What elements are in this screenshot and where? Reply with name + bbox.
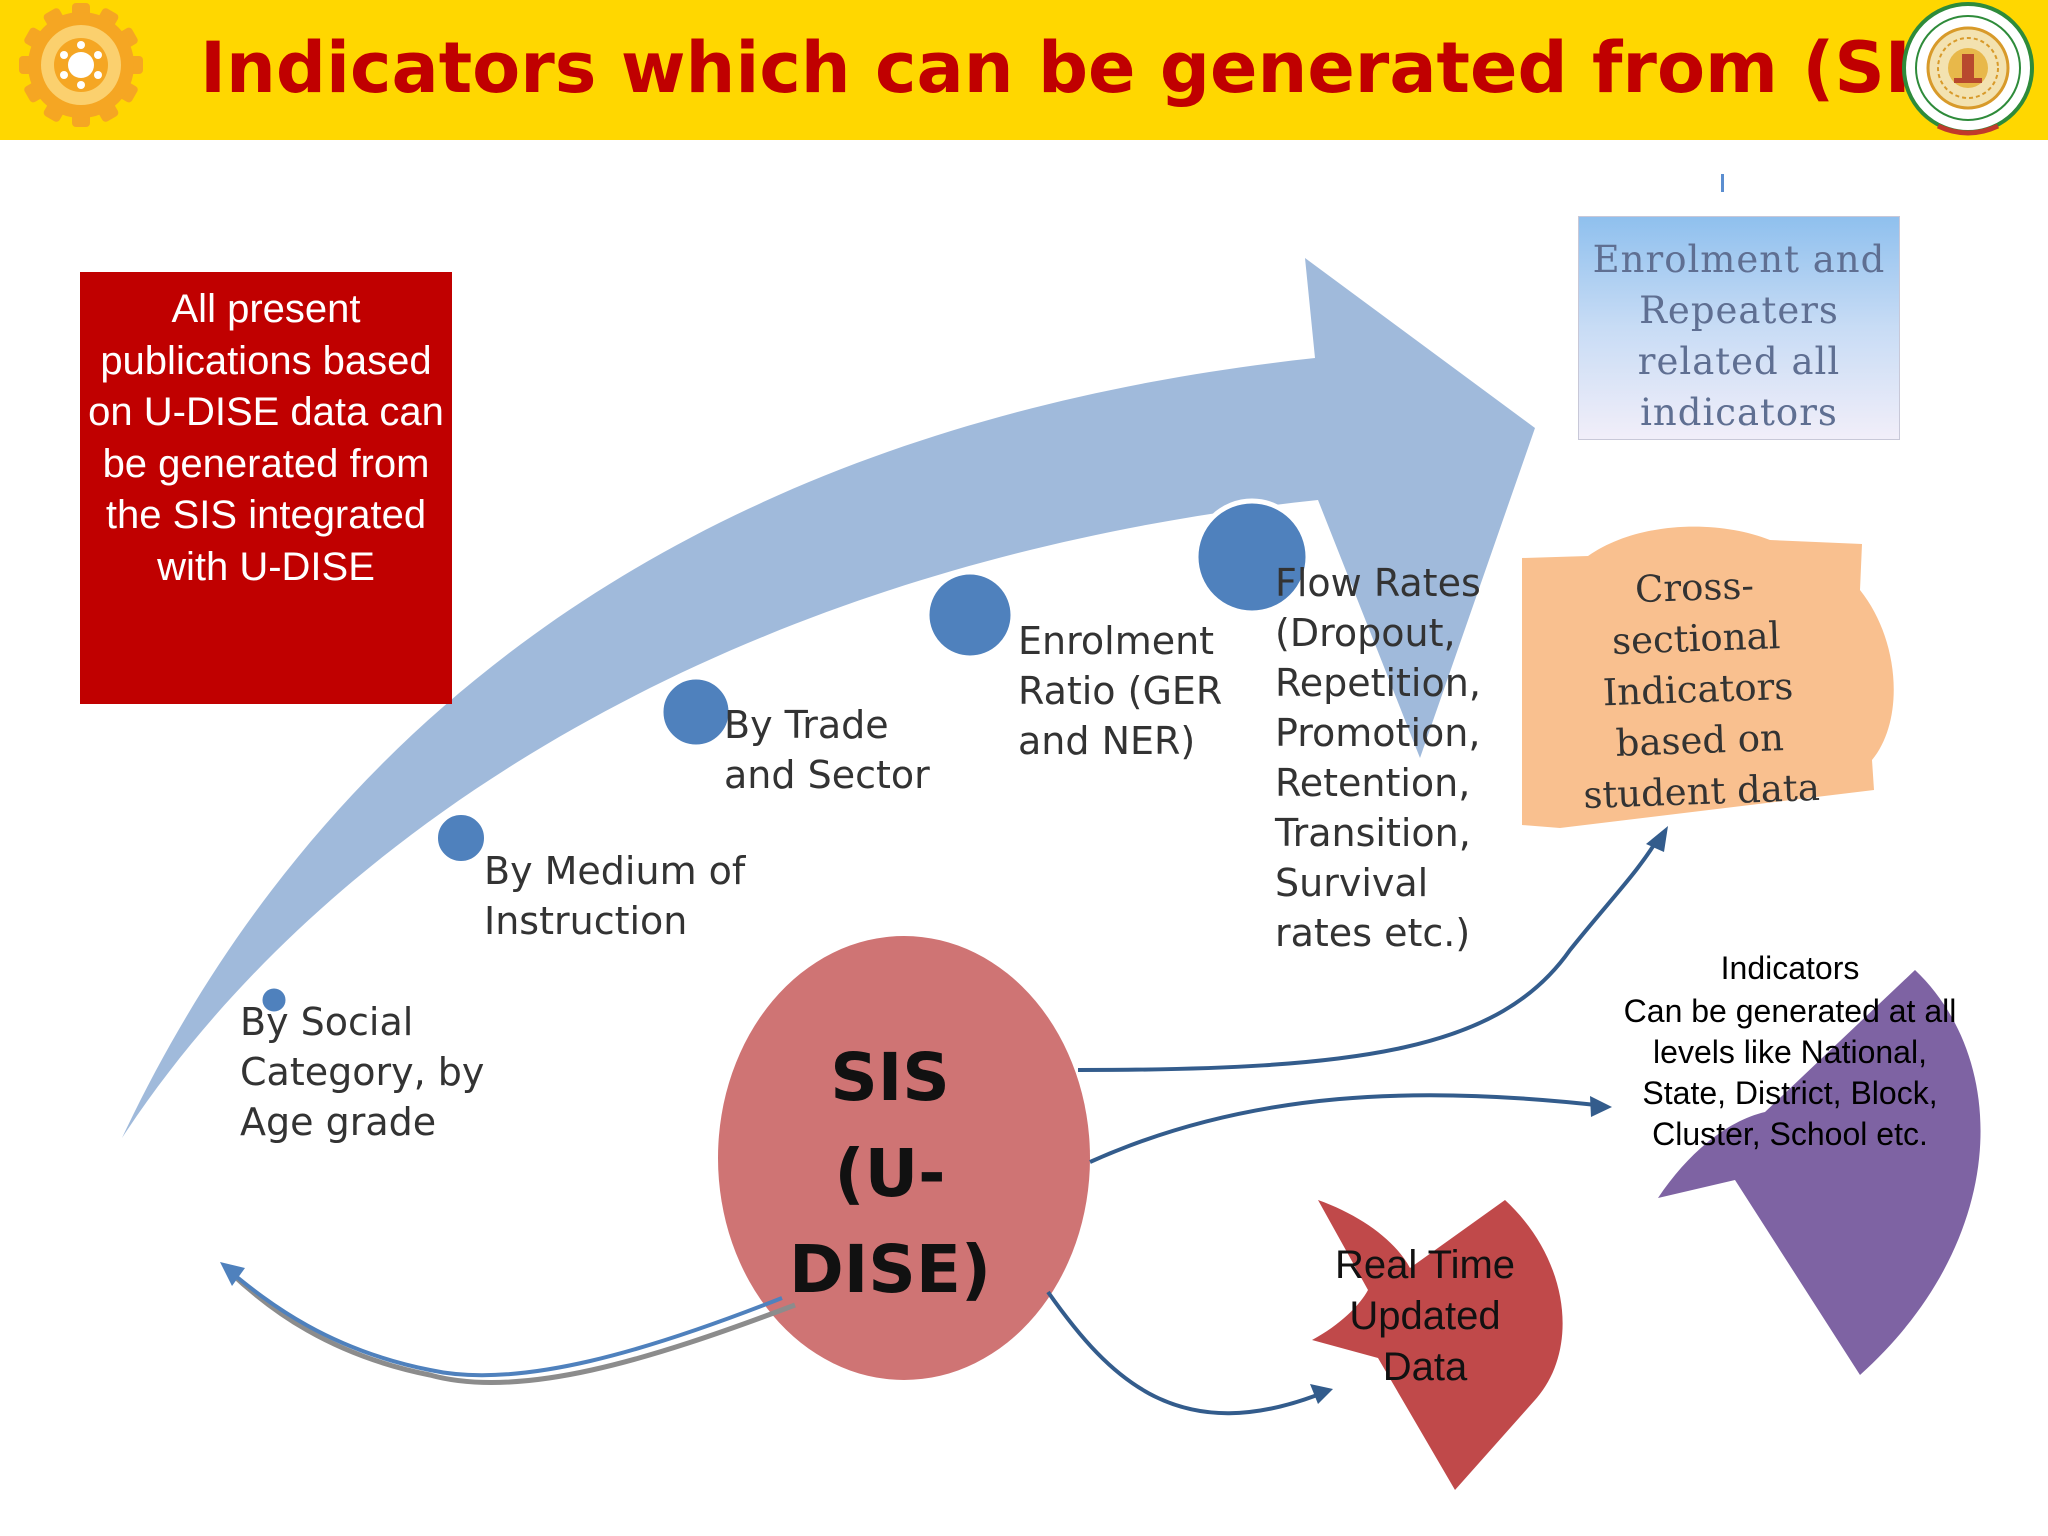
realtime-shape — [1312, 1200, 1563, 1490]
step-label-flow: Flow Rates (Dropout, Repetition, Promoti… — [1275, 561, 1481, 955]
arrowhead-levels — [1590, 1096, 1612, 1117]
big-curved-arrow — [122, 258, 1535, 1138]
step-dot-flow — [1193, 498, 1311, 616]
connector-to-levels — [1089, 1093, 1606, 1164]
step-dot-trade — [658, 674, 734, 750]
enrolment-indicators-box: Enrolment and Repeaters related all indi… — [1578, 216, 1900, 440]
government-seal-logo — [1902, 2, 2034, 136]
arrowhead-cross — [1646, 826, 1668, 852]
levels-body: Can be generated at all levels like Nati… — [1623, 993, 1957, 1152]
tick-mark — [1721, 174, 1724, 192]
levels-shape — [1658, 970, 1981, 1375]
realtime-label: Real Time Updated Data — [1334, 1243, 1516, 1389]
step-dot-medium — [434, 811, 488, 865]
step-label-trade: By Trade and Sector — [724, 703, 930, 797]
header-banner — [0, 0, 2048, 140]
gear-logo — [19, 3, 143, 127]
cross-sectional-label: Cross- sectional Indicators based on stu… — [1582, 564, 1821, 818]
arrowhead-realtime — [1310, 1384, 1333, 1404]
step-dot-social — [259, 985, 289, 1015]
sis-label: SIS (U- DISE) — [788, 1039, 992, 1308]
levels-heading: Indicators — [1720, 950, 1860, 986]
connector-back-grey — [228, 1270, 796, 1386]
step-label-medium: By Medium of Instruction — [484, 849, 746, 943]
sis-ellipse — [718, 936, 1090, 1380]
arrowhead-back — [220, 1262, 245, 1286]
cross-sectional-shape — [1522, 526, 1894, 828]
connector-to-cross — [1077, 834, 1662, 1072]
publications-box: All present publications based on U-DISE… — [80, 272, 452, 704]
step-label-social: By Social Category, by Age grade — [240, 1000, 485, 1144]
connector-to-realtime — [1046, 1290, 1326, 1416]
connectors — [1046, 834, 1662, 1416]
levels-label: Indicators Can be generated at all level… — [1620, 948, 1960, 1155]
connector-back — [224, 1266, 783, 1378]
step-label-enrolment: Enrolment Ratio (GER and NER) — [1018, 619, 1223, 763]
step-dot-enrolment — [924, 569, 1016, 661]
page-title: Indicators which can be generated from (… — [200, 27, 1994, 109]
